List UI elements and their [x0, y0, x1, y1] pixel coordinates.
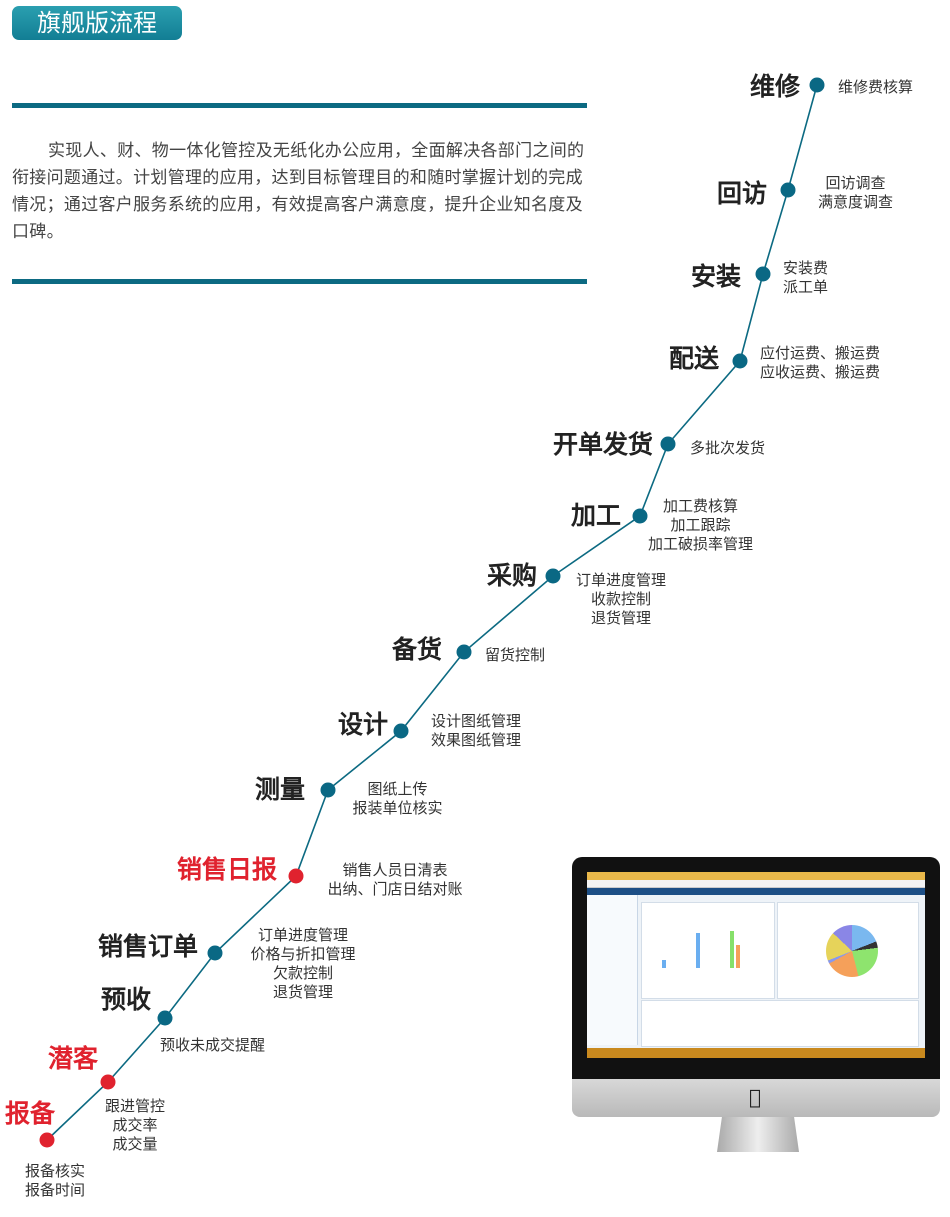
- step-desc-install: 安装费派工单: [783, 259, 828, 297]
- list-panels: [641, 1000, 919, 1047]
- app-menubar: [587, 888, 925, 895]
- desc-line: 退货管理: [272, 983, 333, 1001]
- desc-line: 预收未成交提醒: [160, 1036, 266, 1054]
- desc-line: 维修费核算: [838, 78, 914, 96]
- step-desc-shipping: 多批次发货: [690, 439, 765, 458]
- step-node-dot: [545, 568, 561, 584]
- step-desc-daily-report: 销售人员日清表出纳、门店日结对账: [320, 861, 470, 899]
- step-title-repair: 维修: [749, 72, 801, 101]
- step-title-purchase: 采购: [486, 561, 538, 590]
- desc-line: 报备时间: [24, 1181, 85, 1199]
- browser-tabbar: [587, 872, 925, 880]
- intro-paragraph: 实现人、财、物一体化管控及无纸化办公应用，全面解决各部门之间的衔接问题通过。计划…: [12, 141, 585, 242]
- taskbar: [587, 1048, 925, 1058]
- desc-line: 加工破损率管理: [647, 535, 753, 553]
- step-title-measure: 测量: [254, 775, 306, 804]
- step-node-dot: [393, 723, 409, 739]
- step-node-dot: [755, 266, 771, 282]
- desc-line: 派工单: [783, 278, 829, 296]
- imac-illustration: : [572, 857, 940, 1152]
- desc-line: 订单进度管理: [575, 571, 666, 589]
- step-node-dot: [732, 353, 748, 369]
- step-node-dot: [632, 508, 648, 524]
- desc-line: 多批次发货: [690, 439, 766, 457]
- step-node-dot: [780, 182, 796, 198]
- software-screenshot: [587, 872, 925, 1058]
- step-desc-repair: 维修费核算: [838, 78, 913, 97]
- step-title-baobei: 报备: [4, 1099, 56, 1128]
- desc-line: 订单进度管理: [257, 926, 348, 944]
- step-title-design: 设计: [337, 710, 389, 739]
- desc-line: 满意度调查: [817, 193, 893, 211]
- step-title-qianke: 潜客: [47, 1044, 99, 1073]
- desc-line: 图纸上传: [367, 780, 428, 798]
- desc-line: 价格与折扣管理: [250, 945, 356, 963]
- step-node-dot: [288, 868, 304, 884]
- desc-line: 退货管理: [590, 609, 651, 627]
- apple-logo-icon: : [749, 1085, 761, 1109]
- step-desc-delivery: 应付运费、搬运费应收运费、搬运费: [760, 344, 880, 382]
- desc-line: 出纳、门店日结对账: [327, 880, 463, 898]
- step-desc-purchase: 订单进度管理收款控制退货管理: [566, 571, 676, 628]
- pie-chart-panel: [777, 902, 919, 999]
- section-title-badge: 旗舰版流程: [12, 6, 182, 40]
- step-title-yushou: 预收: [100, 985, 152, 1014]
- desc-line: 跟进管控: [104, 1097, 165, 1115]
- desc-line: 成交率: [112, 1116, 158, 1134]
- bar-chart-panel: [641, 902, 775, 999]
- monitor-stand: [717, 1117, 799, 1152]
- desc-line: 报装单位核实: [352, 799, 443, 817]
- monitor-bezel: [572, 857, 940, 1079]
- desc-line: 留货控制: [485, 646, 546, 664]
- step-node-dot: [320, 782, 336, 798]
- top-divider: [12, 103, 587, 108]
- desc-line: 加工费核算: [662, 497, 738, 515]
- desc-line: 效果图纸管理: [430, 731, 521, 749]
- step-desc-qianke: 跟进管控成交率成交量: [95, 1097, 175, 1154]
- step-desc-yushou: 预收未成交提醒: [160, 1036, 265, 1055]
- bottom-divider: [12, 279, 587, 284]
- desc-line: 成交量: [112, 1135, 158, 1153]
- step-title-daily-report: 销售日报: [176, 855, 278, 884]
- step-node-dot: [39, 1132, 55, 1148]
- desc-line: 应付运费、搬运费: [760, 344, 881, 362]
- step-title-processing: 加工: [570, 501, 622, 530]
- desc-line: 欠款控制: [272, 964, 333, 982]
- desc-line: 加工跟踪: [670, 516, 731, 534]
- desc-line: 收款控制: [590, 590, 651, 608]
- desc-line: 设计图纸管理: [430, 712, 521, 730]
- step-node-dot: [809, 77, 825, 93]
- step-desc-sales-order: 订单进度管理价格与折扣管理欠款控制退货管理: [238, 926, 368, 1002]
- step-desc-revisit: 回访调查满意度调查: [808, 174, 903, 212]
- step-title-delivery: 配送: [668, 344, 720, 373]
- step-title-revisit: 回访: [716, 179, 768, 208]
- step-title-stock: 备货: [391, 635, 443, 664]
- desc-line: 安装费: [783, 259, 829, 277]
- step-desc-measure: 图纸上传报装单位核实: [340, 780, 455, 818]
- step-desc-design: 设计图纸管理效果图纸管理: [420, 712, 532, 750]
- step-desc-processing: 加工费核算加工跟踪加工破损率管理: [638, 497, 763, 554]
- step-title-sales-order: 销售订单: [97, 932, 199, 961]
- desc-line: 销售人员日清表: [342, 861, 448, 879]
- step-title-shipping: 开单发货: [552, 430, 654, 459]
- step-node-dot: [456, 644, 472, 660]
- step-title-install: 安装: [690, 262, 742, 291]
- desc-line: 报备核实: [24, 1162, 85, 1180]
- desc-line: 应收运费、搬运费: [760, 363, 881, 381]
- step-node-dot: [100, 1074, 116, 1090]
- step-node-dot: [660, 436, 676, 452]
- step-node-dot: [207, 945, 223, 961]
- monitor-chin: [572, 1079, 940, 1117]
- address-bar: [587, 880, 925, 888]
- app-sidebar: [587, 895, 638, 1045]
- step-desc-baobei: 报备核实报备时间: [15, 1162, 95, 1200]
- desc-line: 回访调查: [825, 174, 886, 192]
- step-node-dot: [157, 1010, 173, 1026]
- step-desc-stock: 留货控制: [485, 646, 545, 665]
